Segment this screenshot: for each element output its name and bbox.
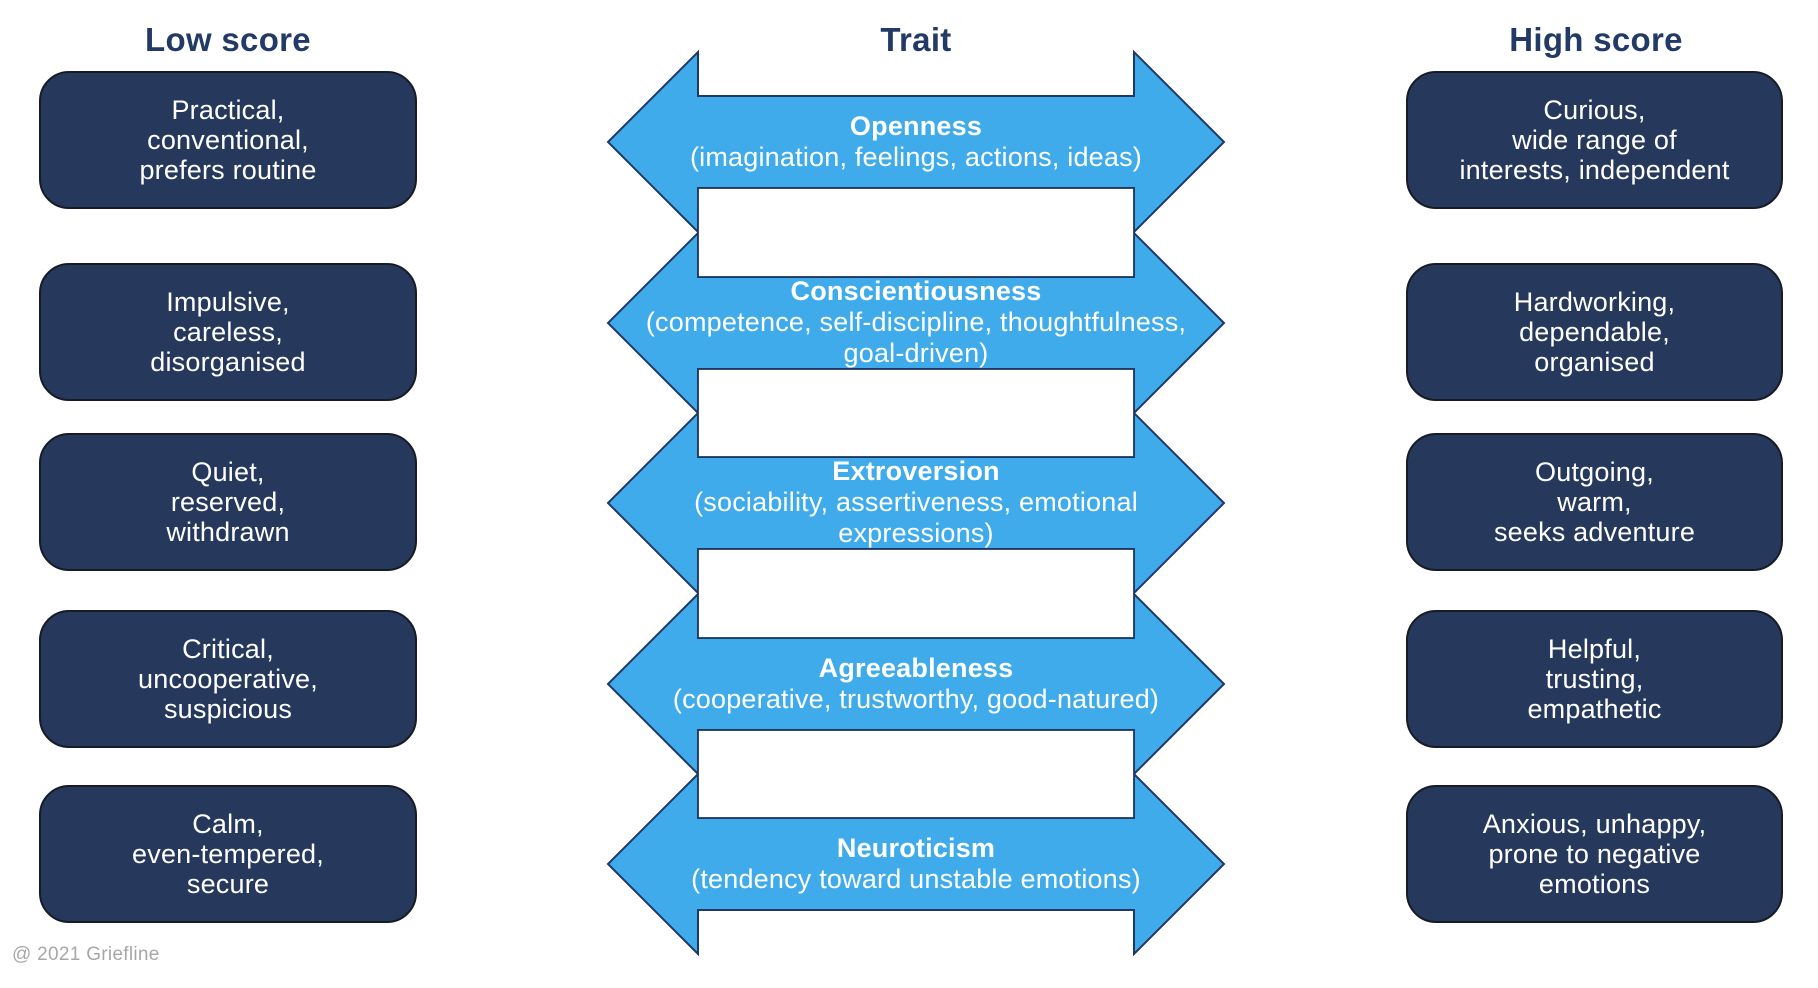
high-score-text: empathetic [1527, 694, 1662, 724]
high-score-text: warm, [1557, 487, 1632, 517]
trait-subtitle: (competence, self-discipline, thoughtful… [645, 307, 1187, 337]
high-score-text: seeks adventure [1493, 517, 1696, 547]
low-score-text: secure [186, 869, 270, 899]
low-score-text: uncooperative, [138, 664, 318, 694]
low-score-text: suspicious [163, 694, 293, 724]
high-score-text: dependable, [1519, 317, 1670, 347]
trait-title: Openness [849, 111, 983, 141]
high-score-box-neuroticism: Anxious, unhappy, prone to negative emot… [1406, 785, 1783, 923]
high-score-box-extroversion: Outgoing, warm, seeks adventure [1406, 433, 1783, 571]
low-score-text: Quiet, [191, 457, 265, 487]
low-score-box-neuroticism: Calm, even-tempered, secure [39, 785, 417, 923]
high-score-box-conscientiousness: Hardworking, dependable, organised [1406, 263, 1783, 401]
trait-title: Extroversion [832, 456, 1000, 486]
high-score-text: Hardworking, [1513, 287, 1676, 317]
low-score-text: withdrawn [166, 517, 290, 547]
spacer-box-3 [697, 548, 1135, 639]
high-score-box-agreeableness: Helpful, trusting, empathetic [1406, 610, 1783, 748]
high-score-text: Anxious, unhappy, [1482, 809, 1707, 839]
high-score-text: Helpful, [1547, 634, 1642, 664]
trait-title: Conscientiousness [790, 276, 1042, 306]
low-score-text: reserved, [170, 487, 286, 517]
trait-title: Neuroticism [836, 833, 996, 863]
high-score-text: Outgoing, [1535, 457, 1654, 487]
high-score-text: wide range of [1512, 125, 1677, 155]
high-score-text: organised [1534, 347, 1655, 377]
high-score-text: interests, independent [1459, 155, 1730, 185]
low-score-text: conventional, [147, 125, 309, 155]
spacer-box-2 [697, 368, 1135, 458]
high-score-text: emotions [1538, 869, 1651, 899]
low-score-text: prefers routine [139, 155, 317, 185]
trait-subtitle: (tendency toward unstable emotions) [691, 864, 1141, 894]
low-score-box-extroversion: Quiet, reserved, withdrawn [39, 433, 417, 571]
high-score-box-openness: Curious, wide range of interests, indepe… [1406, 71, 1783, 209]
low-score-box-openness: Practical, conventional, prefers routine [39, 71, 417, 209]
trait-label-conscientiousness: Conscientiousness (competence, self-disc… [608, 276, 1224, 369]
trait-title: Agreeableness [818, 653, 1014, 683]
low-score-text: even-tempered, [132, 839, 324, 869]
high-score-column-header: High score [1509, 21, 1683, 58]
trait-label-neuroticism: Neuroticism (tendency toward unstable em… [608, 833, 1224, 895]
spacer-box-1 [697, 187, 1135, 278]
trait-label-extroversion: Extroversion (sociability, assertiveness… [608, 456, 1224, 549]
low-score-text: careless, [173, 317, 283, 347]
low-score-text: disorganised [150, 347, 306, 377]
low-score-column-header: Low score [145, 21, 311, 58]
high-score-text: Curious, [1543, 95, 1646, 125]
trait-label-agreeableness: Agreeableness (cooperative, trustworthy,… [608, 653, 1224, 715]
spacer-box-4 [697, 729, 1135, 819]
high-score-text: trusting, [1545, 664, 1644, 694]
low-score-text: Practical, [171, 95, 285, 125]
trait-subtitle: (sociability, assertiveness, emotional [694, 487, 1138, 517]
trait-label-openness: Openness (imagination, feelings, actions… [608, 111, 1224, 173]
low-score-text: Impulsive, [166, 287, 290, 317]
low-score-box-conscientiousness: Impulsive, careless, disorganised [39, 263, 417, 401]
trait-subtitle: goal-driven) [843, 338, 989, 368]
high-score-text: prone to negative [1488, 839, 1701, 869]
trait-subtitle: (imagination, feelings, actions, ideas) [689, 142, 1143, 172]
low-score-text: Critical, [182, 634, 274, 664]
trait-subtitle: (cooperative, trustworthy, good-natured) [672, 684, 1160, 714]
trait-column-header: Trait [880, 21, 952, 58]
copyright-credit: @ 2021 Griefline [12, 944, 160, 965]
low-score-text: Calm, [192, 809, 264, 839]
trait-subtitle: expressions) [838, 518, 994, 548]
low-score-box-agreeableness: Critical, uncooperative, suspicious [39, 610, 417, 748]
